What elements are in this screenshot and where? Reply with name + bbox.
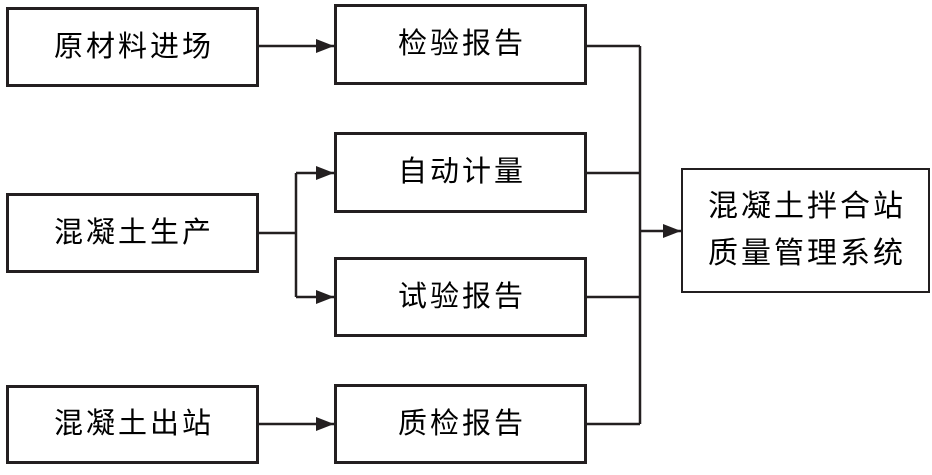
node-quality-management-system: 混凝土拌合站 质量管理系统 (681, 168, 930, 293)
node-concrete-production: 混凝土生产 (6, 193, 259, 273)
node-auto-measurement-label: 自动计量 (397, 156, 526, 189)
node-test-report-label: 试验报告 (397, 280, 526, 313)
node-test-report: 试验报告 (334, 257, 587, 337)
node-concrete-exit-label: 混凝土出站 (53, 408, 214, 441)
node-inspection-report-label: 检验报告 (397, 28, 526, 61)
node-quality-report-label: 质检报告 (397, 407, 526, 440)
node-raw-material-entry: 原材料进场 (6, 7, 259, 87)
node-concrete-exit: 混凝土出站 (6, 385, 259, 464)
node-inspection-report: 检验报告 (334, 4, 587, 85)
node-auto-measurement: 自动计量 (334, 132, 587, 213)
node-concrete-production-label: 混凝土生产 (53, 216, 214, 249)
node-quality-management-system-label-line2: 质量管理系统 (708, 236, 906, 270)
node-quality-management-system-label-line1: 混凝土拌合站 (708, 190, 906, 223)
node-quality-report: 质检报告 (334, 384, 587, 464)
node-raw-material-entry-label: 原材料进场 (53, 30, 214, 63)
